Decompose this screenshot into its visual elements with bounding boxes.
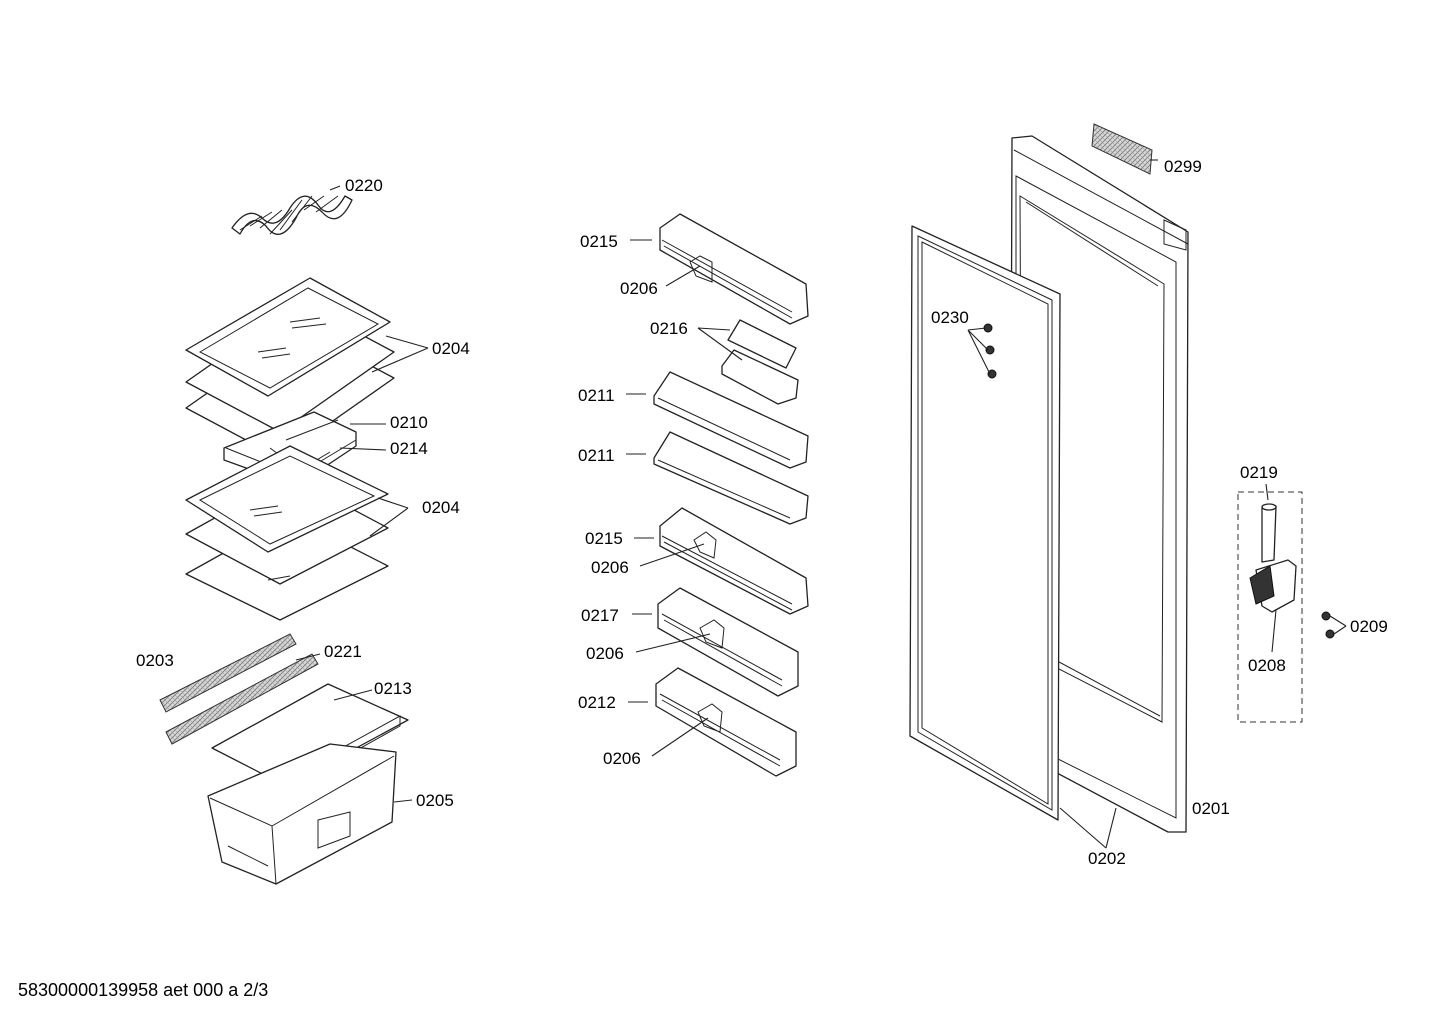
door-bin-0215-top [659,213,809,325]
label-0208: 0208 [1248,656,1286,675]
door-bin-0217 [657,587,799,697]
label-0221: 0221 [324,642,362,661]
label-0206-a: 0206 [620,279,658,298]
hinge-part [1249,503,1297,613]
glass-shelves-upper [185,277,395,459]
label-0204-lower: 0204 [422,498,460,517]
label-0219: 0219 [1240,463,1278,482]
door-bin-0215-bottom [659,507,809,615]
label-0220: 0220 [345,176,383,195]
hinge-screws-0209 [1321,611,1335,639]
document-reference-footer: 58300000139958 aet 000 a 2/3 [18,980,269,1000]
door-bin-0216 [721,319,799,405]
leader-lines [295,159,1347,849]
label-0213: 0213 [374,679,412,698]
label-0215-top: 0215 [580,232,618,251]
crisper-strips-part [159,633,319,745]
hinge-assembly-box [1237,491,1303,723]
label-0209: 0209 [1350,617,1388,636]
label-0215-bottom: 0215 [585,529,623,548]
glass-shelves-lower [185,445,389,621]
label-0206-c: 0206 [586,644,624,663]
label-0214: 0214 [390,439,428,458]
label-0211-a: 0211 [578,386,615,405]
label-0206-b: 0206 [591,558,629,577]
label-0204-upper: 0204 [432,339,470,358]
door-bin-0212 [655,667,797,777]
label-0211-b: 0211 [578,446,615,465]
crisper-drawer-part [207,743,397,885]
label-0210: 0210 [390,413,428,432]
label-0217: 0217 [581,606,619,625]
label-0230: 0230 [931,308,969,327]
door-bin-0211-a [653,371,809,469]
label-0299: 0299 [1164,157,1202,176]
label-0212: 0212 [578,693,616,712]
hinge-screws-0230 [983,323,997,379]
label-sticker-0299 [1091,123,1153,175]
label-0203: 0203 [136,651,174,670]
label-0201: 0201 [1192,799,1230,818]
door-gasket-part [909,225,1061,821]
door-bin-0211-b [653,431,809,525]
label-0205: 0205 [416,791,454,810]
label-0202: 0202 [1088,849,1126,868]
label-0206-d: 0206 [603,749,641,768]
label-0216: 0216 [650,319,688,338]
wine-rack-part [231,195,353,235]
